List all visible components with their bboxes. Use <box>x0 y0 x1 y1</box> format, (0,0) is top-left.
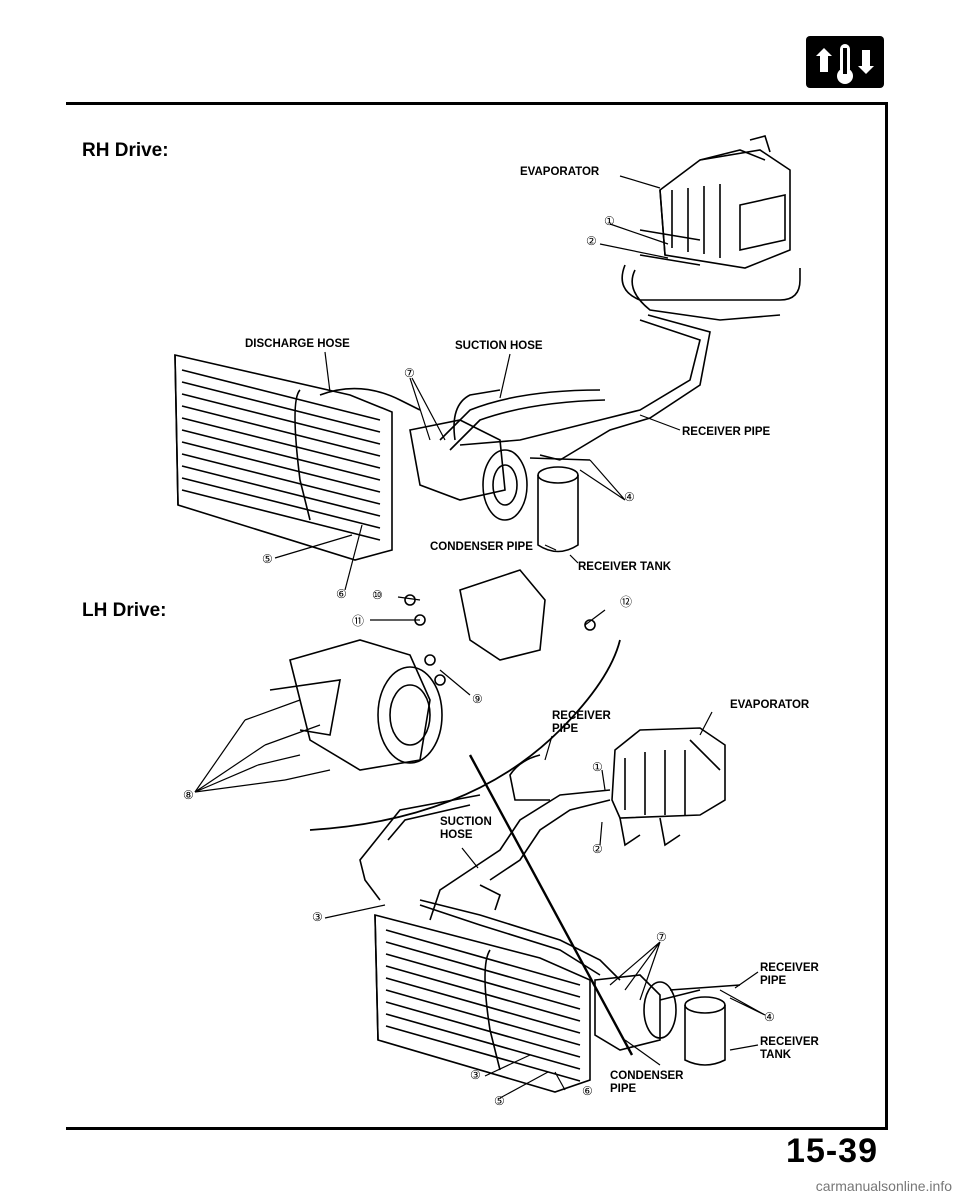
callout-8: ⑧ <box>183 788 194 802</box>
rh-pipes <box>439 264 801 461</box>
callout-4-rh: ④ <box>624 490 635 504</box>
ac-thermometer-icon <box>806 36 884 88</box>
section-rh-drive: RH Drive: <box>82 140 169 161</box>
top-rule <box>66 102 888 105</box>
callout-3-lh-lower: ③ <box>470 1068 481 1082</box>
label-receiver-pipe-rh: RECEIVER PIPE <box>682 426 771 438</box>
label-evaporator-lh: EVAPORATOR <box>730 699 810 711</box>
callout-1-rh: ① <box>604 214 615 228</box>
page-number: 15-39 <box>786 1132 878 1170</box>
callout-7-lh: ⑦ <box>656 930 667 944</box>
evaporator-lh-drawing <box>611 727 726 847</box>
lh-leaders <box>324 711 766 1099</box>
callout-4-lh: ④ <box>764 1010 775 1024</box>
callout-5-rh: ⑤ <box>262 552 273 566</box>
lh-bolt-leaders <box>194 699 331 793</box>
callout-11: ⑪ <box>352 614 365 628</box>
label-discharge-hose: DISCHARGE HOSE <box>245 338 350 350</box>
label-suction-hose-rh: SUCTION HOSE <box>455 340 543 352</box>
lh-pipes <box>359 754 621 981</box>
section-lh-drive: LH Drive: <box>82 600 167 621</box>
right-rule <box>885 102 888 1130</box>
callout-7-rh: ⑦ <box>404 366 415 380</box>
condenser-lh-drawing <box>374 913 591 1093</box>
evaporator-rh-drawing <box>639 135 791 269</box>
callout-5-lh: ⑤ <box>494 1094 505 1108</box>
label-condenser-pipe-rh: CONDENSER PIPE <box>430 541 533 553</box>
footer-watermark: carmanualsonline.info <box>815 1178 952 1194</box>
condenser-rh-drawing <box>174 353 421 561</box>
callout-2-rh: ② <box>586 234 597 248</box>
label-suction-hose-lh: SUCTION HOSE <box>440 816 492 841</box>
divider-curve <box>309 639 621 831</box>
label-evaporator-rh: EVAPORATOR <box>520 166 600 178</box>
label-receiver-pipe-lh-top: RECEIVER PIPE <box>552 710 611 735</box>
compressor-lh-drawing <box>269 639 443 771</box>
diagonal-rule <box>468 754 634 1056</box>
receiver-tank-rh-drawing <box>529 457 591 553</box>
callout-6-lh: ⑥ <box>582 1084 593 1098</box>
bottom-rule <box>66 1127 888 1130</box>
callout-1-lh: ① <box>592 760 603 774</box>
label-condenser-pipe-lh: CONDENSER PIPE <box>610 1070 684 1095</box>
label-receiver-tank-lh: RECEIVER TANK <box>760 1036 819 1061</box>
callout-3-lh-upper: ③ <box>312 910 323 924</box>
receiver-tank-lh-drawing <box>659 984 741 1066</box>
callout-10: ⑩ <box>372 588 383 602</box>
rh-leaders <box>274 175 681 696</box>
callout-2-lh: ② <box>592 842 603 856</box>
bracket-drawing <box>404 569 596 686</box>
compressor-lh-bottom-drawing <box>594 974 677 1051</box>
callout-12: ⑫ <box>620 595 633 609</box>
compressor-rh-drawing <box>409 389 528 521</box>
label-receiver-tank-rh: RECEIVER TANK <box>578 561 672 573</box>
label-receiver-pipe-lh-right: RECEIVER PIPE <box>760 962 819 987</box>
callout-9: ⑨ <box>472 692 483 706</box>
callout-6-rh: ⑥ <box>336 587 347 601</box>
